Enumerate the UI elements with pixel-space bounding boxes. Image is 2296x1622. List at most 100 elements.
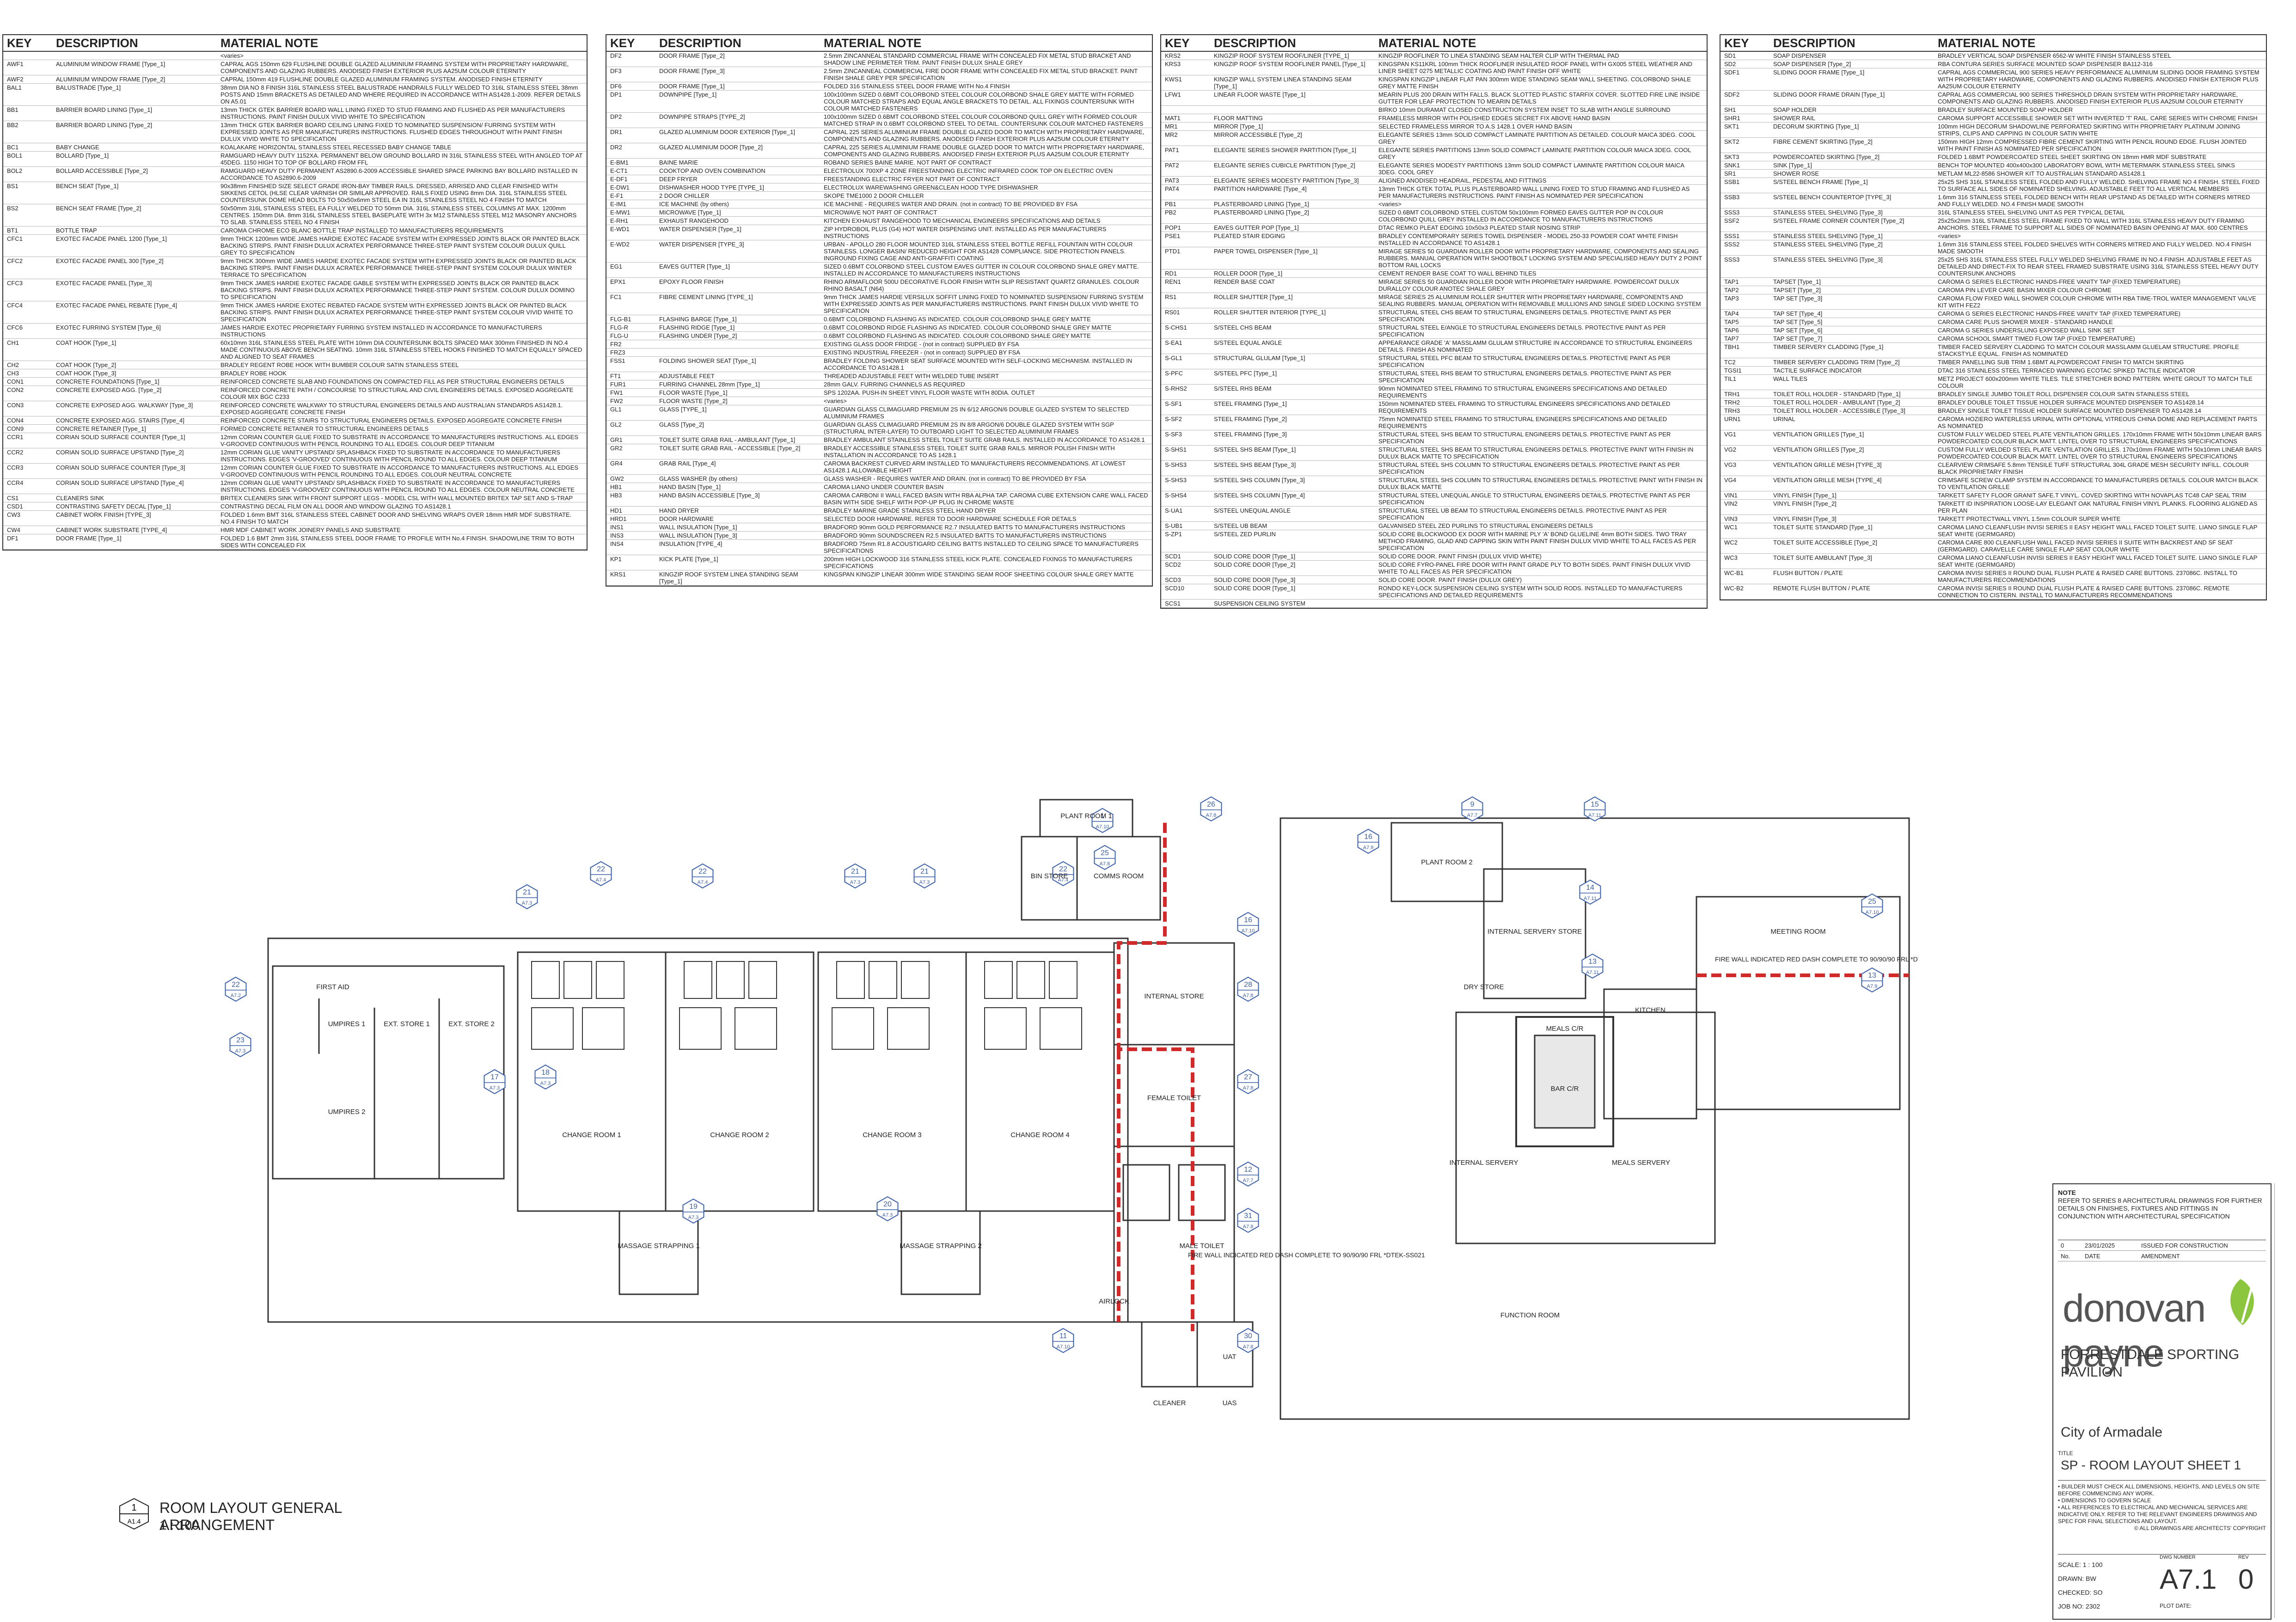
schedule-cell-k: CH2 [7, 361, 19, 368]
schedule-cell-d: FLOOR WASTE [Type_2] [659, 398, 728, 404]
callout-hexagon-icon [1237, 1161, 1259, 1187]
schedule-cell-n: BRADFORD 75mm R1.8 ACOUSTIGARD CEILING B… [824, 540, 1139, 554]
schedule-cell-d: TAP SET [Type_4] [1773, 310, 1823, 317]
schedule-cell-d: ICE MACHINE (by others) [659, 201, 729, 208]
schedule-cell-k: SCD2 [1165, 561, 1181, 568]
schedule-cell-d: HAND BASIN [Type_1] [659, 484, 721, 490]
callout-sheet: A7.7 [1243, 1178, 1254, 1183]
schedule-cell-k: URN1 [1724, 416, 1741, 422]
schedule-cell-k: TIL1 [1724, 375, 1737, 382]
callout-tag: 16A7.9 [1357, 828, 1379, 854]
room-plant-2: PLANT ROOM 2 [1421, 858, 1472, 866]
callout-sheet: A7.3 [688, 1215, 699, 1220]
schedule-cell-k: CFC6 [7, 324, 23, 331]
callout-tags: 26A7.81A7.1025A7.822A7.421A7.322A7.421A7… [225, 796, 1883, 1353]
schedule-cell-n: CAPRAL 225 SERIES ALUMINIUM FRAME DOUBLE… [824, 129, 1145, 142]
schedule-cell-n: 60x10mm 316L STAINLESS STEEL PLATE WITH … [220, 339, 582, 360]
schedule-cell-n: CLEARVIEW CRIMSAFE 5.8mm TENSILE TUFF ST… [1938, 461, 2249, 475]
schedule-cell-d: S/STEEL PFC [Type_1] [1214, 370, 1277, 377]
schedule-cell-n: 0.6BMT COLORBOND FLASHING AS INDICATED. … [824, 332, 1091, 339]
schedule-cell-d: STEEL FRAMING [Type_3] [1214, 431, 1287, 438]
schedule-cell-n: SELECTED FRAMELESS MIRROR TO A.S 1428.1 … [1378, 123, 1573, 130]
schedule-cell-k: INS1 [610, 524, 624, 531]
schedule-cell-n: MIRAGE SERIES 50 GUARDIAN ROLLER DOOR WI… [1378, 248, 1702, 269]
callout-hexagon-icon [1584, 796, 1606, 822]
schedule-cell-n: 25x25 SHS 316L STAINLESS STEEL FOLDED AN… [1938, 178, 2260, 192]
callout-hexagon-icon [1579, 879, 1601, 905]
schedule-cell-d: CABINET WORK SUBSTRATE [TYPE_4] [56, 526, 167, 533]
schedule-cell-k: TRH3 [1724, 407, 1740, 414]
schedule-cell-k: FT1 [610, 373, 621, 379]
schedule-cell-d: RENDER BASE COAT [1214, 278, 1275, 285]
callout-number: 13 [1868, 972, 1876, 979]
room-ext-store-2: EXT. STORE 2 [448, 1020, 495, 1028]
schedule-cell-n: STRUCTURAL STEEL UB BEAM TO STRUCTURAL E… [1378, 507, 1667, 521]
schedule-cell-k [1161, 106, 1210, 114]
accessible-toilet [1196, 1321, 1254, 1388]
schedule-cell-k: DP2 [610, 113, 622, 120]
schedule-cell-d: SOLID CORE DOOR [Type_2] [1214, 561, 1296, 568]
schedule-cell-k: PSE1 [1165, 233, 1181, 239]
callout-tag: 30A7.8 [1237, 1328, 1259, 1353]
callout-sheet: A7.8 [1243, 1224, 1254, 1230]
schedule-cell-d: SOLID CORE DOOR [Type_1] [1214, 553, 1296, 560]
schedule-cell-k: RS01 [1165, 309, 1180, 316]
schedule-cell-k: KRS3 [1165, 61, 1181, 67]
schedule-cell-d: DOWNPIPE [Type_1] [659, 91, 717, 98]
callout-hexagon-icon [484, 1069, 506, 1095]
schedule-cell-n: BRADLEY MARINE GRADE STAINLESS STEEL HAN… [824, 507, 996, 514]
schedule-cell-d [655, 340, 820, 348]
schedule-cell-d: ROLLER DOOR [Type_1] [1214, 270, 1283, 277]
schedule-cell-d: COAT HOOK [Type_1] [56, 339, 116, 346]
schedule-cell-k: E-WD2 [610, 241, 630, 248]
schedule-cell-d: FLASHING RIDGE [Type_1] [659, 324, 735, 331]
schedule-cell-k: S-SHS3 [1165, 461, 1187, 468]
callout-sheet: A7.8 [1243, 1344, 1254, 1350]
callout-sheet: A7.3 [540, 1081, 551, 1086]
callout-tag: 16A7.10 [1237, 912, 1259, 937]
callout-sheet: A7.3 [490, 1085, 500, 1091]
cleaner-room [1141, 1321, 1198, 1388]
schedule-cell-n: KINGZIP ROOFLINER TO LINEA STANDING SEAM… [1378, 52, 1619, 59]
schedule-cell-d: VENTILATION GRILLES [Type_1] [1773, 431, 1864, 438]
schedule-cell-d: GLAZED ALUMINIUM DOOR EXTERIOR [Type_1] [659, 129, 796, 135]
schedule-cell-d: EAVES GUTTER [Type_1] [659, 263, 730, 270]
callout-hexagon-icon [590, 861, 612, 887]
schedule-cell-k: PB2 [1165, 209, 1176, 216]
schedule-cell-k: DR1 [610, 129, 623, 135]
schedule-cell-d: S/STEEL SHS BEAM [Type_1] [1214, 446, 1296, 453]
schedule-cell-k: BS2 [7, 205, 18, 212]
schedule-cell-k: SSS2 [1724, 241, 1740, 248]
schedule-cell-n: 150mm NOMINATED STEEL FRAMING TO STRUCTU… [1378, 400, 1671, 414]
callout-sheet: A7.11 [1586, 970, 1599, 975]
callout-hexagon-icon [516, 884, 538, 910]
schedule-cell-n: STRUCTURAL STEEL PFC BEAM TO STRUCTURAL … [1378, 355, 1671, 368]
schedule-cell-n: 100x100mm SIZED 0.6BMT COLORBOND STEEL C… [824, 91, 1134, 112]
schedule-cell-d: INSULATION [TYPE_4] [659, 540, 722, 547]
room-comms: COMMS ROOM [1094, 872, 1144, 880]
schedule-cell-d: MIRROR ACCESSIBLE [Type_2] [1214, 131, 1302, 138]
callout-tag: 21A7.3 [913, 863, 936, 889]
